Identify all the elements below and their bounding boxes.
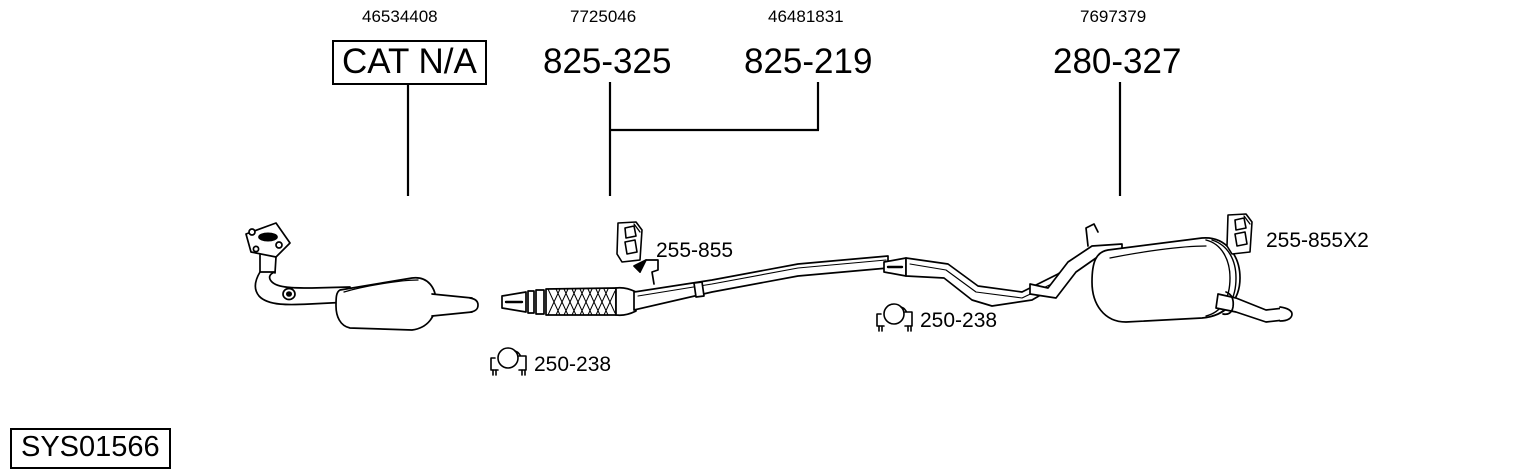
clamp-ring [497, 347, 519, 369]
front-pipe-run [633, 255, 889, 311]
flex-taper [615, 286, 637, 317]
tailpipe-clamp-ring [1222, 291, 1235, 316]
accessory-clamp-front-label: 250-238 [534, 353, 612, 376]
hanger-edge-fold [1243, 215, 1251, 225]
flange-neck [259, 254, 277, 275]
hanger-lower-eye [1234, 231, 1248, 247]
pipe-hanger-hook [633, 259, 647, 273]
callout-rear-silencer-oem-number: 7697379 [1080, 7, 1147, 26]
accessory-clamp-rear [874, 300, 918, 334]
accessory-hanger-front-label: 255-855 [656, 239, 734, 262]
callout-front-pipe-oem-number: 7725046 [570, 7, 637, 26]
exhaust-clamp-icon [876, 303, 913, 332]
clamp-bracket-right [904, 311, 913, 327]
rear-silencer-assembly [1029, 223, 1293, 323]
accessory-hanger-rear [1222, 212, 1258, 256]
accessory-clamp-front [488, 344, 532, 378]
system-code: SYS01566 [10, 428, 171, 469]
callout-cat-part-number-box: CAT N/A [332, 40, 487, 85]
pipe-highlight [637, 259, 887, 297]
converter-outlet-pipe [431, 293, 473, 317]
clamp-bolt-threads [492, 369, 526, 376]
hanger-upper-eye [624, 225, 637, 239]
flange-port [258, 232, 278, 242]
oxygen-sensor-port [286, 291, 292, 297]
flange-bolt-hole [248, 228, 256, 236]
system-code-box: SYS01566 [10, 428, 171, 469]
flange-bolt-hole [252, 245, 260, 253]
exhaust-clamp-icon [490, 347, 527, 376]
clamp-bolt-threads [878, 325, 912, 332]
canister-seam [343, 279, 419, 293]
converter-canister [335, 277, 437, 331]
silencer-inlet-hanger [1085, 223, 1099, 247]
silencer-endcap-seam [1205, 239, 1231, 317]
catalytic-converter-assembly [245, 222, 479, 331]
front-flex-pipe-assembly [501, 255, 889, 317]
callout-centre-pipe-part-number: 825-219 [744, 42, 873, 81]
accessory-clamp-rear-label: 250-238 [920, 309, 998, 332]
callout-cat-oem-number: 46534408 [362, 7, 438, 26]
callout-front-pipe-part-number: 825-325 [543, 42, 672, 81]
outlet-end-cap [469, 297, 479, 313]
clamp-bracket-right [518, 355, 527, 371]
pipe-collar [527, 290, 535, 314]
hanger-edge-fold [633, 223, 641, 233]
hanger-lower-eye [624, 239, 638, 255]
tailpipe [1215, 293, 1285, 323]
hanger-upper-eye [1234, 217, 1247, 231]
rubber-hanger-icon [616, 221, 643, 263]
accessory-hanger-front [612, 220, 648, 264]
clamp-bracket-left [490, 357, 499, 371]
clamp-ring [883, 303, 905, 325]
clamp-bracket-left [876, 313, 885, 327]
flange-bolt-hole [275, 241, 283, 249]
callout-centre-pipe-oem-number: 46481831 [768, 7, 844, 26]
accessory-hanger-rear-label: 255-855X2 [1266, 229, 1369, 252]
downpipe-body [254, 271, 351, 306]
callout-rear-silencer-part-number: 280-327 [1053, 42, 1182, 81]
tailpipe-end-cap [1279, 306, 1293, 322]
rubber-hanger-icon [1226, 213, 1253, 255]
callout-cat-part-number: CAT N/A [332, 40, 487, 85]
flex-braid-mesh [547, 288, 616, 316]
pipe-joint-bulge [693, 281, 705, 298]
silencer-body-seam [1109, 245, 1207, 259]
pipe-collar [535, 289, 545, 315]
